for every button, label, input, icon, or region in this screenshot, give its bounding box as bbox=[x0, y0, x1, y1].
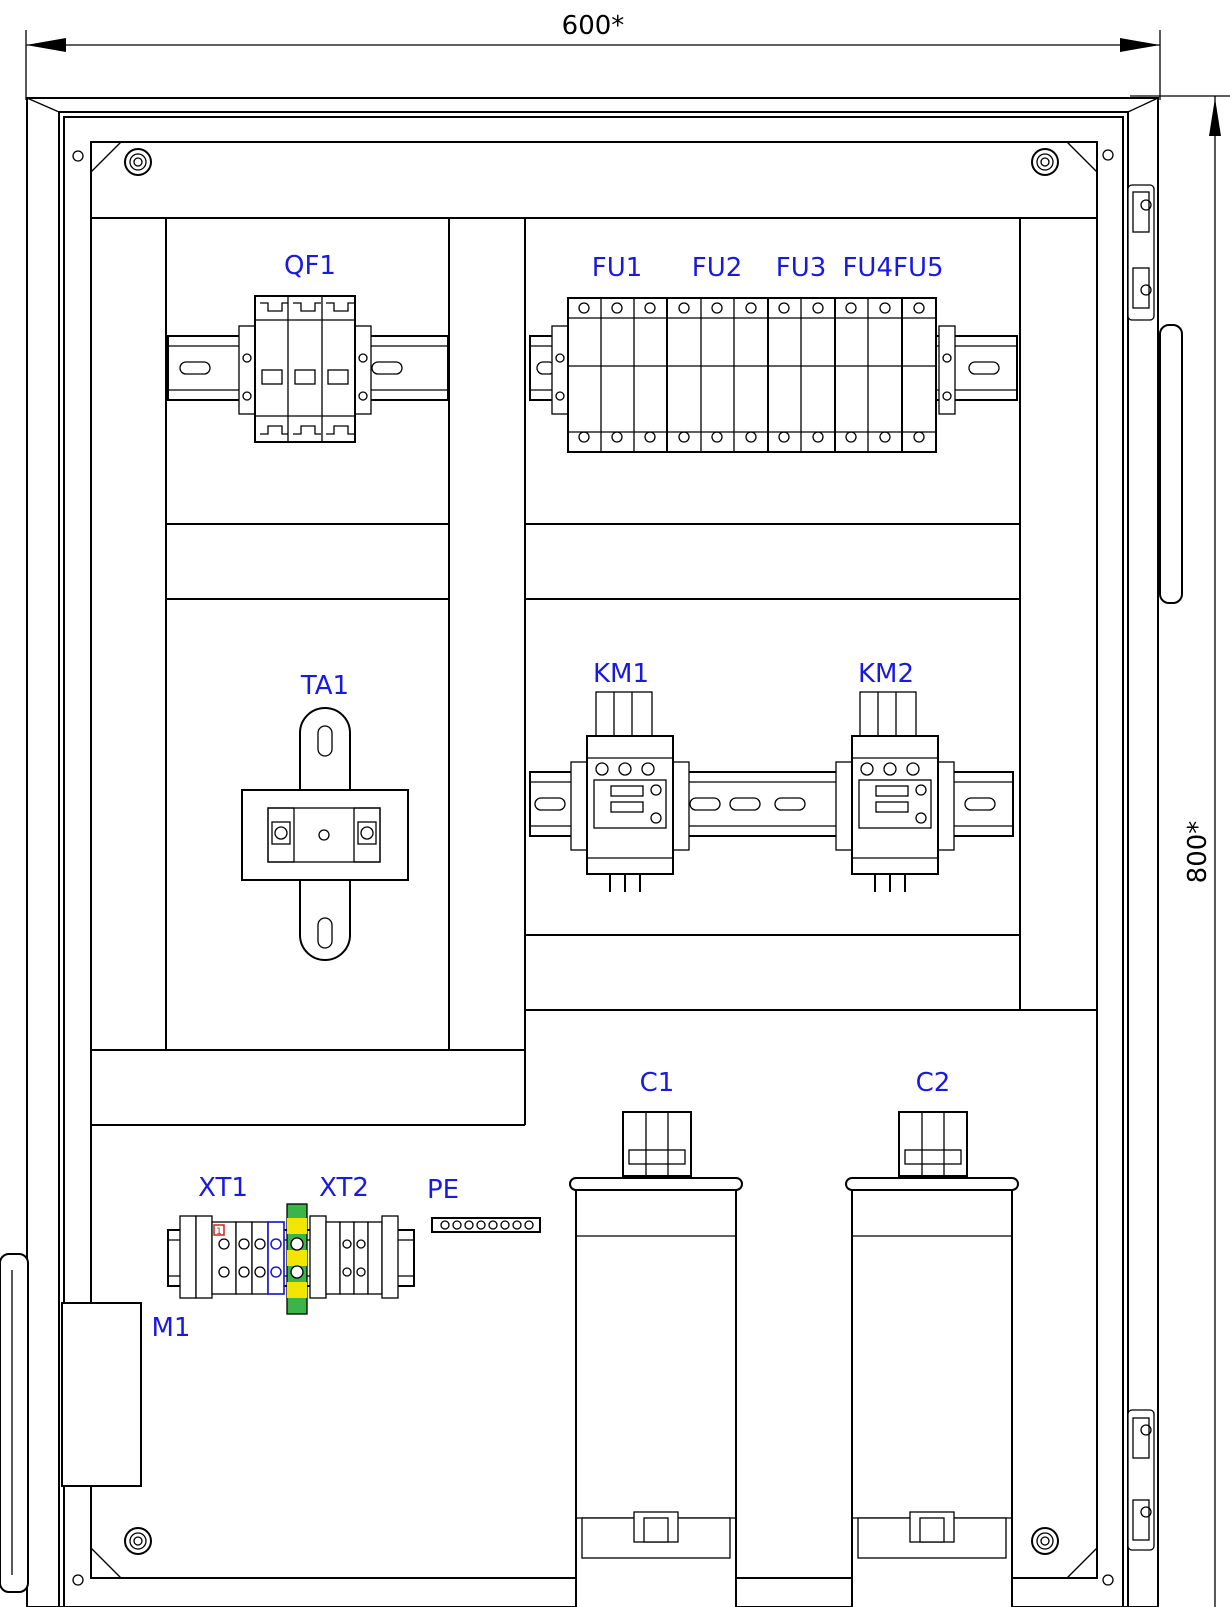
current-transformer-ta1 bbox=[241, 707, 409, 961]
bolt-top-right bbox=[1031, 148, 1059, 176]
label-xt1: XT1 bbox=[198, 1173, 248, 1203]
label-fu3: FU3 bbox=[776, 253, 827, 283]
label-c1: C1 bbox=[640, 1068, 675, 1098]
label-c2: C2 bbox=[916, 1068, 951, 1098]
label-pe: PE bbox=[427, 1175, 459, 1205]
label-km2: KM2 bbox=[858, 659, 914, 689]
hinge-bottom bbox=[1127, 1409, 1155, 1551]
terminal-marker-1 bbox=[213, 1224, 225, 1236]
label-ta1: TA1 bbox=[300, 671, 349, 701]
terminal-block-xt2 bbox=[309, 1215, 399, 1299]
circuit-breaker-qf1 bbox=[254, 295, 356, 443]
dimension-height-text: 800* bbox=[1183, 821, 1213, 884]
end-stop-qf1-left bbox=[238, 325, 256, 415]
bolt-top-left bbox=[124, 148, 152, 176]
pe-ground-bar bbox=[431, 1217, 541, 1233]
label-xt2: XT2 bbox=[319, 1173, 369, 1203]
dimension-width: 600* bbox=[25, 11, 1161, 100]
label-fu4-fu5: FU4FU5 bbox=[842, 253, 943, 283]
label-fu1: FU1 bbox=[592, 253, 643, 283]
label-m1: M1 bbox=[152, 1313, 191, 1343]
end-stop-fuses-right bbox=[938, 325, 956, 415]
enclosure bbox=[26, 97, 1159, 1607]
fuse-terminals bbox=[578, 302, 925, 443]
end-stop-qf1-right bbox=[354, 325, 372, 415]
handle-left[interactable] bbox=[0, 1253, 29, 1593]
label-qf1: QF1 bbox=[284, 251, 336, 281]
label-km1: KM1 bbox=[593, 659, 649, 689]
component-m1 bbox=[61, 1302, 142, 1487]
label-fu2: FU2 bbox=[692, 253, 743, 283]
capacitor-c2 bbox=[845, 1111, 1019, 1607]
fuse-holder-block bbox=[567, 297, 937, 453]
handle-right[interactable] bbox=[1159, 324, 1183, 604]
dimension-height: 800* bbox=[1130, 95, 1230, 1607]
bolt-bottom-left bbox=[124, 1527, 152, 1555]
hinge-top bbox=[1127, 184, 1155, 321]
end-stop-fuses-left bbox=[551, 325, 569, 415]
terminal-block-xt1: 1 bbox=[179, 1203, 308, 1315]
contactor-km2 bbox=[835, 691, 955, 892]
dimension-width-text: 600* bbox=[562, 11, 625, 41]
terminal-marker-text: 1 bbox=[216, 1227, 222, 1237]
bolt-bottom-right bbox=[1031, 1527, 1059, 1555]
contactor-km1 bbox=[570, 691, 690, 892]
capacitor-c1 bbox=[569, 1111, 743, 1607]
